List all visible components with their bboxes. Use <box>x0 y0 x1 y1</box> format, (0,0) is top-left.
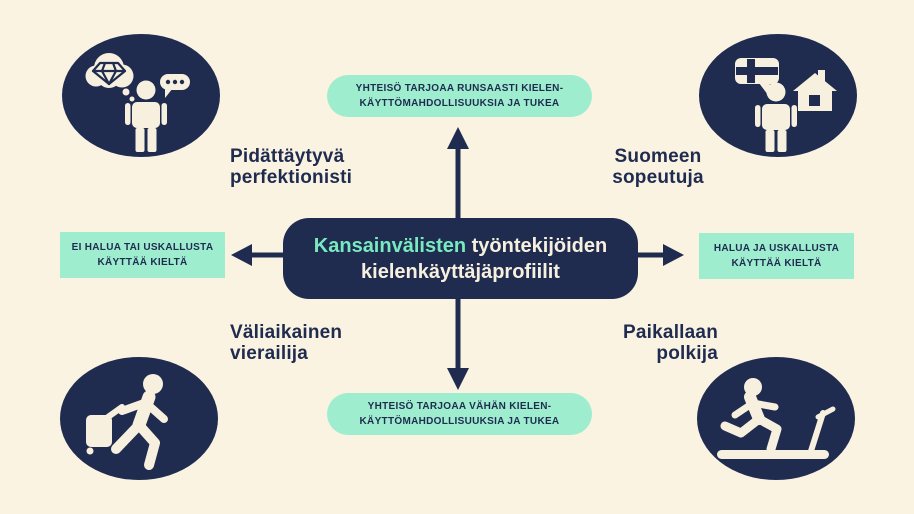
quadrant-label-line: perfektionisti <box>230 167 353 188</box>
quadrant-label-line: Väliaikainen <box>230 322 343 343</box>
quadrant-label-line: vierailija <box>230 343 309 364</box>
quadrant-label-line: Suomeen <box>614 146 702 167</box>
arrow-up <box>447 127 469 222</box>
diamond-icon <box>91 61 127 86</box>
traveler-suitcase-icon <box>86 374 168 470</box>
person-figure <box>125 80 167 152</box>
quadrant-label-line: Paikallaan <box>623 322 718 343</box>
quadrant-label-line: Pidättäytyvä <box>230 146 345 167</box>
title-line1: Kansainvälisten työntekijöiden <box>314 233 607 259</box>
center-title-box: Kansainvälisten työntekijöiden kielenkäy… <box>283 218 638 299</box>
axis-label-top: YHTEISÖ TARJOAA RUNSAASTI KIELEN- KÄYTTÖ… <box>327 75 592 117</box>
axis-label-line: KÄYTTÖMAHDOLLISUUKSIA JA TUKEA <box>359 98 560 109</box>
title-line2: kielenkäyttäjäprofiilit <box>361 260 560 283</box>
axis-label-line: KÄYTTÄÄ KIELTÄ <box>97 257 188 268</box>
quadrant-label-top-left: Pidättäytyvä perfektionisti <box>230 146 352 188</box>
quadrant-label-line: polkija <box>656 343 718 364</box>
arrow-left <box>231 244 286 266</box>
arrow-down <box>447 296 469 390</box>
axis-label-line: EI HALUA TAI USKALLUSTA <box>71 242 214 253</box>
speech-dots-icon <box>160 74 190 98</box>
arrow-right <box>635 244 684 266</box>
treadmill-machine <box>717 406 836 459</box>
person-finland-flag-house-icon <box>735 58 837 152</box>
walking-person-figure <box>111 374 168 470</box>
quadrant-label-bottom-right: Paikallaan polkija <box>560 322 718 364</box>
person-figure <box>755 82 797 152</box>
profile-ellipse-top-left <box>62 34 220 157</box>
person-thought-diamond-icon <box>85 53 190 152</box>
treadmill-runner-icon <box>717 378 836 459</box>
axis-label-bottom: YHTEISÖ TARJOAA VÄHÄN KIELEN- KÄYTTÖMAHD… <box>327 393 592 435</box>
axis-label-line: YHTEISÖ TARJOAA RUNSAASTI KIELEN- <box>355 83 564 94</box>
quadrant-label-bottom-left: Väliaikainen vierailija <box>230 322 342 364</box>
axis-label-left: EI HALUA TAI USKALLUSTA KÄYTTÄÄ KIELTÄ <box>60 232 225 278</box>
axis-label-line: HALUA JA USKALLUSTA <box>713 243 840 254</box>
axis-label-right: HALUA JA USKALLUSTA KÄYTTÄÄ KIELTÄ <box>699 233 854 279</box>
profile-ellipse-bottom-right <box>697 357 855 480</box>
title-rest: työntekijöiden <box>471 234 608 257</box>
running-person-figure <box>720 378 782 454</box>
axis-label-line: KÄYTTÄÄ KIELTÄ <box>731 258 822 269</box>
finland-flag-speech-icon <box>735 58 779 95</box>
title-accent: Kansainvälisten <box>313 234 467 257</box>
profile-ellipse-bottom-left <box>60 357 218 480</box>
quadrant-label-line: sopeutuja <box>612 167 704 188</box>
rolling-suitcase-icon <box>86 404 125 455</box>
profile-ellipse-top-right <box>699 34 857 157</box>
house-icon <box>793 70 837 111</box>
axis-label-line: YHTEISÖ TARJOAA VÄHÄN KIELEN- <box>367 401 552 412</box>
axis-label-line: KÄYTTÖMAHDOLLISUUKSIA JA TUKEA <box>359 416 560 427</box>
quadrant-label-top-right: Suomeen sopeutuja <box>588 146 728 188</box>
